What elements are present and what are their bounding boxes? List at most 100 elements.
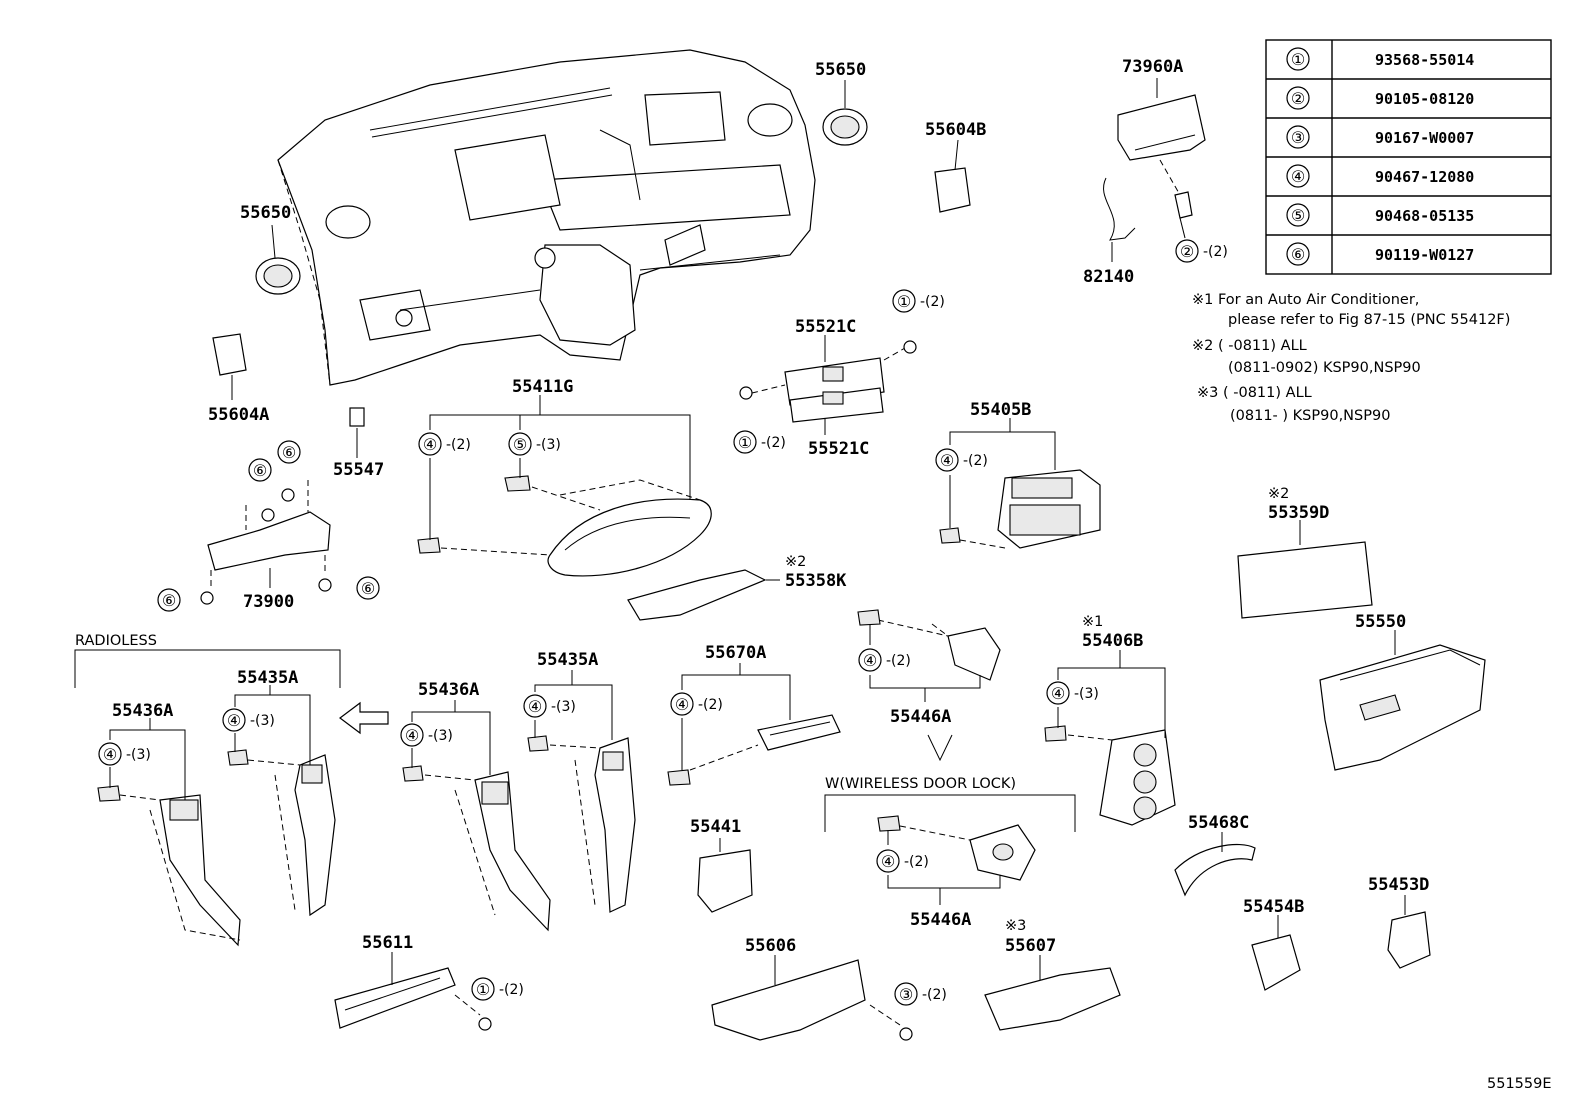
svg-text:-(2): -(2) <box>761 435 786 451</box>
mark-55359D: ※2 <box>1268 486 1289 502</box>
part-55441 <box>697 849 753 913</box>
callout-1-55521C-top: ① -(2) <box>892 289 945 313</box>
part-55650-left-vent <box>255 257 301 295</box>
svg-text:④: ④ <box>1051 684 1065 703</box>
label-55521C-top: 55521C <box>795 317 856 337</box>
label-55453D: 55453D <box>1368 875 1429 895</box>
label-55441: 55441 <box>690 817 741 837</box>
svg-text:90467-12080: 90467-12080 <box>1375 168 1474 186</box>
note-1-line1: ※1 For an Auto Air Conditioner, <box>1192 292 1419 308</box>
note-3-line1: ※3 ( -0811) ALL <box>1197 385 1312 401</box>
table-row: ① 93568-55014 <box>1286 47 1474 71</box>
svg-text:②: ② <box>1291 89 1305 108</box>
instrument-panel-drawing <box>277 49 816 386</box>
note-2-line2: (0811-0902) KSP90,NSP90 <box>1228 360 1421 376</box>
callout-4-55446A-top: ④ -(2) <box>858 648 911 672</box>
note-1-line2: please refer to Fig 87-15 (PNC 55412F) <box>1228 312 1510 328</box>
callout-4-55435A-left: ④ -(3) <box>222 708 275 732</box>
svg-text:⑥: ⑥ <box>253 461 267 480</box>
callout-4-55670A: ④ -(2) <box>670 692 723 716</box>
callout-6-b: ⑥ <box>248 458 272 482</box>
part-55521C-switch <box>739 340 917 423</box>
part-55435A-left <box>227 749 336 917</box>
part-55604B <box>934 167 971 213</box>
label-55521C-bottom: 55521C <box>808 439 869 459</box>
svg-text:-(2): -(2) <box>904 854 929 870</box>
svg-text:⑥: ⑥ <box>361 579 375 598</box>
label-55468C: 55468C <box>1188 813 1249 833</box>
callout-6-a: ⑥ <box>277 440 301 464</box>
part-55611 <box>334 967 492 1031</box>
callout-4-55436A-left: ④ -(3) <box>98 742 151 766</box>
part-55436A-left <box>97 785 241 947</box>
svg-text:④: ④ <box>1291 167 1305 186</box>
part-55606 <box>711 959 913 1041</box>
bracket-radioless <box>74 649 341 688</box>
part-55547 <box>349 407 365 427</box>
label-73960A: 73960A <box>1122 57 1183 77</box>
label-55446A-top: 55446A <box>890 707 951 727</box>
svg-text:-(3): -(3) <box>250 713 275 729</box>
svg-text:-(2): -(2) <box>446 437 471 453</box>
label-55405B: 55405B <box>970 400 1031 420</box>
label-73900: 73900 <box>243 592 294 612</box>
label-wireless: W(WIRELESS DOOR LOCK) <box>825 776 1016 792</box>
svg-text:-(2): -(2) <box>922 987 947 1003</box>
svg-text:-(2): -(2) <box>698 697 723 713</box>
svg-text:④: ④ <box>940 451 954 470</box>
label-55411G: 55411G <box>512 377 573 397</box>
part-55468C-strip <box>1174 843 1256 897</box>
part-55435A-right <box>527 735 636 913</box>
callout-4-55435A-right: ④ -(3) <box>523 694 576 718</box>
part-labels: 55650 55604B 73960A 82140 55650 55604A 5… <box>75 57 1552 1092</box>
callout-4-55405B: ④ -(2) <box>935 448 988 472</box>
table-row: ④ 90467-12080 <box>1286 164 1474 188</box>
callout-2-73960A: ② -(2) <box>1175 239 1228 263</box>
svg-text:-(2): -(2) <box>499 982 524 998</box>
svg-text:④: ④ <box>528 697 542 716</box>
label-55611: 55611 <box>362 933 413 953</box>
label-55358K: 55358K <box>785 571 847 591</box>
diagram-id: 551559E <box>1487 1076 1552 1092</box>
part-55454B <box>1251 934 1301 991</box>
mark-55358K: ※2 <box>785 554 806 570</box>
part-55604A <box>212 333 247 376</box>
label-55650-left: 55650 <box>240 203 291 223</box>
label-55406B: 55406B <box>1082 631 1143 651</box>
svg-text:④: ④ <box>227 711 241 730</box>
label-55670A: 55670A <box>705 643 766 663</box>
callout-4-55436A-right: ④ -(3) <box>400 723 453 747</box>
mark-55607: ※3 <box>1005 918 1026 934</box>
callout-6-d: ⑥ <box>356 576 380 600</box>
callout-4-55446A-bottom: ④ -(2) <box>876 849 929 873</box>
svg-text:-(3): -(3) <box>551 699 576 715</box>
arrow-radioless <box>339 701 389 735</box>
note-2-line1: ※2 ( -0811) ALL <box>1192 338 1307 354</box>
svg-text:④: ④ <box>423 435 437 454</box>
part-55446A-bottom <box>877 815 1036 881</box>
note-3-line2: (0811- ) KSP90,NSP90 <box>1230 408 1390 424</box>
part-55405B-bezel <box>939 469 1101 549</box>
part-73900-cover <box>200 480 332 605</box>
svg-text:-(2): -(2) <box>886 653 911 669</box>
label-55604A: 55604A <box>208 405 269 425</box>
svg-text:④: ④ <box>103 745 117 764</box>
bracket-wireless <box>824 794 1076 832</box>
label-55607: 55607 <box>1005 936 1056 956</box>
svg-text:-(2): -(2) <box>920 294 945 310</box>
part-55359D-panel <box>1237 541 1373 619</box>
svg-text:①: ① <box>1291 50 1305 69</box>
svg-text:90468-05135: 90468-05135 <box>1375 207 1474 225</box>
label-55547: 55547 <box>333 460 384 480</box>
table-row: ② 90105-08120 <box>1286 86 1474 110</box>
svg-text:-(3): -(3) <box>1074 686 1099 702</box>
callout-5-55411G: ⑤ -(3) <box>508 432 561 456</box>
part-55650-top-vent <box>822 108 868 146</box>
part-55607 <box>984 967 1121 1031</box>
label-55454B: 55454B <box>1243 897 1304 917</box>
svg-text:③: ③ <box>1291 128 1305 147</box>
label-55436A-left: 55436A <box>112 701 173 721</box>
leader-lines <box>109 78 1406 985</box>
label-55359D: 55359D <box>1268 503 1329 523</box>
fastener-callouts: ② -(2) ① -(2) ① -(2) ④ -(2) ⑤ -(3) <box>98 239 1228 1006</box>
